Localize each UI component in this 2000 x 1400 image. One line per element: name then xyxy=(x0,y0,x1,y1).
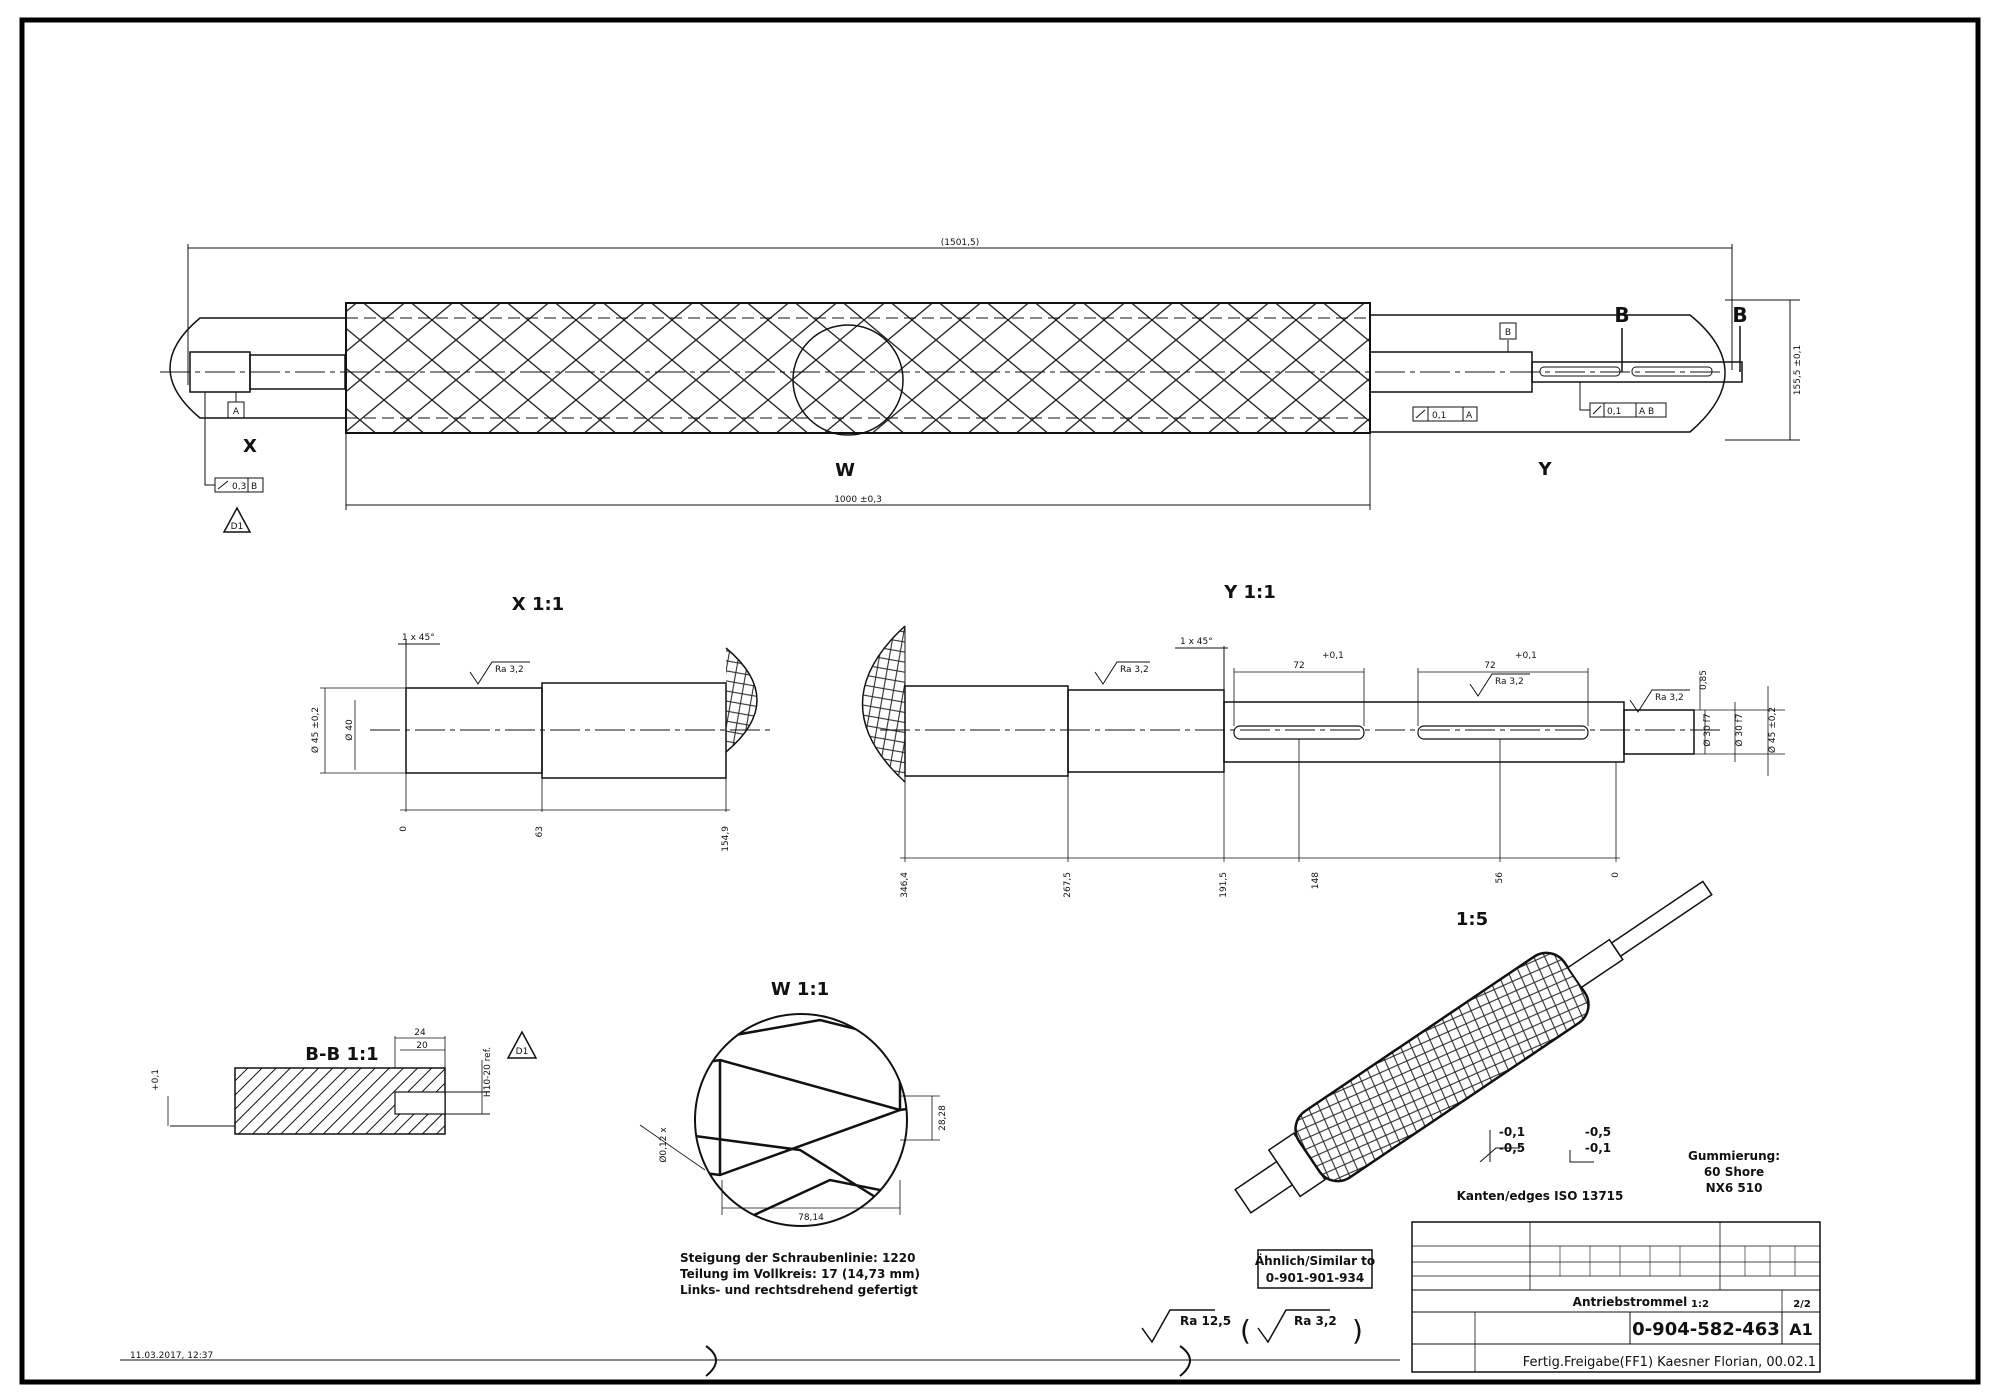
w-note-1: Steigung der Schraubenlinie: 1220 xyxy=(680,1251,915,1265)
y-slot-1-tol: +0,1 xyxy=(1322,651,1344,661)
tol-y1-ref: A xyxy=(1466,411,1473,421)
x-pos-0: 0 xyxy=(399,826,409,832)
iso-view: 1:5 -0,1 -0,5 -0,5 -0,1 Kanten/edges ISO… xyxy=(1234,880,1780,1214)
keyway-1 xyxy=(1233,725,1365,740)
detail-w-title: W 1:1 xyxy=(771,979,829,1000)
tol-y1-value: 0,1 xyxy=(1432,411,1446,421)
x-pos-63: 63 xyxy=(535,826,545,837)
y-roughness-1: Ra 3,2 xyxy=(1120,665,1149,675)
y-dia-2: Ø 30 f7 xyxy=(1734,713,1745,746)
roller-length-dim: 1000 ±0,3 xyxy=(834,495,882,505)
y-pos-346: 346,4 xyxy=(900,872,910,898)
bottom-stamp: 11.03.2017, 12:37 xyxy=(130,1351,213,1361)
rev-tag-main: D1 xyxy=(231,522,244,532)
rubber-line-3: NX6 510 xyxy=(1706,1181,1763,1195)
bb-dim-tol: +0,1 xyxy=(151,1069,161,1091)
paren-close: ) xyxy=(1352,1314,1363,1347)
rubber-line-1: Gummierung: xyxy=(1688,1149,1780,1163)
label-y: Y xyxy=(1537,459,1552,480)
similar-line-2: 0-901-901-934 xyxy=(1266,1271,1364,1285)
detail-y-title: Y 1:1 xyxy=(1223,582,1276,603)
bb-dim-24: 24 xyxy=(414,1028,426,1038)
keyway-2 xyxy=(1417,725,1589,740)
y-slot-2-tol: +0,1 xyxy=(1515,651,1537,661)
edge-2b: -0,1 xyxy=(1585,1141,1611,1155)
tb-footer: Fertig.Freigabe(FF1) Kaesner Florian, 00… xyxy=(1523,1355,1816,1370)
similar-box: Ähnlich/Similar to 0-901-901-934 xyxy=(1255,1249,1375,1289)
y-roughness-3: Ra 3,2 xyxy=(1655,693,1684,703)
label-w: W xyxy=(835,460,855,481)
w-note-3: Links- und rechtsdrehend gefertigt xyxy=(680,1283,918,1297)
tb-scale: 1:2 xyxy=(1691,1299,1709,1310)
y-dia-3: Ø 45 ±0,2 xyxy=(1767,707,1778,753)
detail-x-callout xyxy=(169,317,345,419)
main-view: (1501,5) X Y B B 155,5 ±0,1 10 xyxy=(160,238,1803,533)
surface-general: Ra 12,5 xyxy=(1180,1314,1231,1328)
x-chamfer: 1 x 45° xyxy=(402,633,435,643)
iso-roller-body xyxy=(1294,951,1590,1183)
tb-sheet-size: A1 xyxy=(1789,1320,1813,1339)
edge-1b: -0,5 xyxy=(1499,1141,1525,1155)
w-dim-groove: Ø0,12 x xyxy=(658,1127,669,1163)
section-bb-view: B-B 1:1 24 20 H10-20 ref. +0,1 D1 xyxy=(151,1028,538,1135)
y-slot-2: 72 xyxy=(1484,661,1495,671)
bb-dim-ref: H10-20 ref. xyxy=(483,1047,493,1097)
y-pos-148: 148 xyxy=(1311,872,1321,889)
tol-x-ref: B xyxy=(251,482,257,492)
x-roughness: Ra 3,2 xyxy=(495,665,524,675)
w-note-2: Teilung im Vollkreis: 17 (14,73 mm) xyxy=(680,1267,920,1281)
surface-exception: Ra 3,2 xyxy=(1294,1314,1337,1328)
section-marker-b1: B xyxy=(1614,303,1629,327)
detail-w-view: W 1:1 28,28 78,14 Ø0,12 x Steigung der S… xyxy=(639,979,948,1297)
drawing-border xyxy=(19,17,1981,1385)
y-pos-56: 56 xyxy=(1495,872,1505,884)
rubber-line-2: 60 Shore xyxy=(1704,1165,1764,1179)
edge-note: Kanten/edges ISO 13715 xyxy=(1457,1189,1624,1203)
y-pos-0: 0 xyxy=(1611,872,1621,878)
height-dim: 155,5 ±0,1 xyxy=(1793,345,1803,395)
y-dim-side: 0,85 xyxy=(1699,670,1709,690)
section-marker-b2: B xyxy=(1732,303,1747,327)
iso-scale: 1:5 xyxy=(1456,909,1488,930)
edge-2a: -0,5 xyxy=(1585,1125,1611,1139)
similar-line-1: Ähnlich/Similar to xyxy=(1255,1253,1375,1268)
w-dim-height: 28,28 xyxy=(938,1105,948,1131)
overall-length-dim: (1501,5) xyxy=(941,238,980,248)
rev-tag-bb: D1 xyxy=(516,1047,529,1057)
tb-drawing-number: 0-904-582-463 xyxy=(1632,1319,1780,1340)
y-pos-267: 267,5 xyxy=(1063,872,1073,898)
section-bb-title: B-B 1:1 xyxy=(305,1044,378,1065)
y-slot-1: 72 xyxy=(1293,661,1304,671)
edge-1a: -0,1 xyxy=(1499,1125,1525,1139)
tb-sheet: 2/2 xyxy=(1793,1299,1811,1310)
y-roughness-2: Ra 3,2 xyxy=(1495,677,1524,687)
tb-title: Antriebstrommel xyxy=(1573,1295,1688,1309)
tol-y2-refs: A B xyxy=(1639,407,1654,417)
x-pos-154: 154,9 xyxy=(721,826,731,852)
paren-open: ( xyxy=(1240,1314,1251,1347)
title-block: 1:2 2/2 Antriebstrommel 0-904-582-463 A1… xyxy=(1411,1221,1821,1373)
detail-y-view: Y 1:1 1 x 45° Ra 3,2 Ra 3,2 Ra 3,2 72 +0… xyxy=(861,582,1785,898)
label-x: X xyxy=(243,436,257,457)
w-dim-width: 78,14 xyxy=(798,1213,824,1223)
detail-x-title: X 1:1 xyxy=(512,594,564,615)
bb-dim-20: 20 xyxy=(416,1041,428,1051)
roller-body xyxy=(345,302,1371,434)
tol-x-value: 0,3 xyxy=(232,482,246,492)
y-chamfer: 1 x 45° xyxy=(1180,637,1213,647)
x-dia-2: Ø 40 xyxy=(344,719,355,741)
tol-y2-value: 0,1 xyxy=(1607,407,1621,417)
detail-y-callout xyxy=(1370,314,1726,433)
detail-w-callout xyxy=(792,324,904,436)
datum-a: A xyxy=(233,407,240,417)
general-surface-symbols: Ra 12,5 ( Ra 3,2 ) xyxy=(1141,1309,1363,1347)
datum-b: B xyxy=(1505,328,1511,338)
detail-x-view: X 1:1 1 x 45° Ra 3,2 Ø 45 ±0,2 Ø 40 0 63… xyxy=(310,594,770,852)
y-dia-1: Ø 30 f7 xyxy=(1702,713,1713,746)
x-dia-1: Ø 45 ±0,2 xyxy=(310,707,321,753)
y-pos-191: 191,5 xyxy=(1219,872,1229,898)
